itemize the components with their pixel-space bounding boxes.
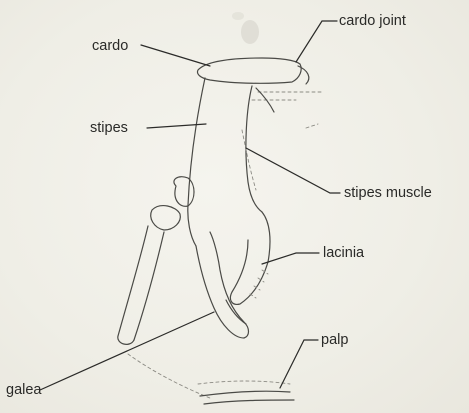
label-cardo: cardo — [92, 39, 128, 54]
cardo-joint-leader — [296, 21, 337, 62]
galea-shape — [196, 232, 249, 338]
label-galea: galea — [6, 383, 41, 398]
stipes-leader — [147, 124, 206, 128]
palp-segment-1 — [151, 206, 181, 230]
label-stipes-muscle: stipes muscle — [344, 186, 432, 201]
lacinia-shape — [230, 212, 270, 304]
palp-leader — [280, 340, 318, 388]
stipes-shape — [188, 78, 262, 246]
label-lacinia: lacinia — [323, 246, 364, 261]
stipes-muscle-lines — [242, 92, 322, 190]
cardo-leader — [141, 45, 210, 66]
label-palp: palp — [321, 333, 348, 348]
stipes-muscle-leader — [246, 148, 340, 193]
cardo-shape — [198, 58, 302, 83]
palp-base — [174, 177, 194, 207]
palp-segment-2 — [118, 226, 164, 340]
galea-leader — [40, 312, 214, 390]
label-cardo-joint: cardo joint — [339, 14, 406, 29]
lower-palp — [200, 391, 294, 404]
palp-tip — [118, 336, 134, 344]
lacinia-leader — [262, 253, 319, 264]
label-stipes: stipes — [90, 121, 128, 136]
top-smudge — [232, 12, 259, 44]
